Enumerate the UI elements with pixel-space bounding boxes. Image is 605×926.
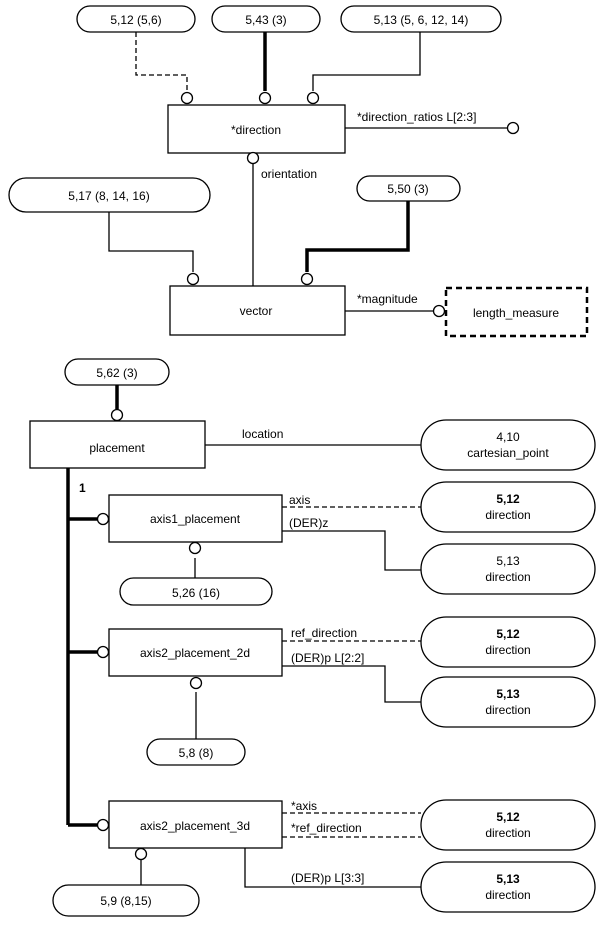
ref-label: 5,8 (8) — [179, 746, 214, 760]
end-circle — [188, 541, 202, 555]
attr-ref-direction: ref_direction — [291, 626, 357, 640]
ref-label: 5,62 (3) — [96, 366, 137, 380]
attr-der-p-3d: (DER)p L[3:3] — [291, 871, 364, 885]
attr-ref-direction-3d: *ref_direction — [291, 821, 362, 835]
end-circle — [246, 151, 260, 165]
ref-label: 5,43 (3) — [245, 13, 286, 27]
entity-axis2-placement-3d[interactable]: axis2_placement_3d — [108, 800, 283, 849]
entity-vector[interactable]: vector — [169, 285, 346, 336]
entity-label: placement — [89, 441, 145, 455]
end-circle — [96, 512, 110, 526]
line-ref-5-12-to-direction — [135, 32, 188, 91]
ext-direction-axis[interactable]: 5,12 direction — [420, 481, 596, 533]
end-circle — [258, 91, 272, 105]
end-circle — [96, 645, 110, 659]
end-circle — [180, 91, 194, 105]
ext-name: direction — [485, 826, 530, 840]
type-label: length_measure — [473, 306, 559, 320]
ref-label: 5,12 (5,6) — [110, 13, 161, 27]
ref-5-12-5-6[interactable]: 5,12 (5,6) — [76, 5, 196, 33]
ref-label: 5,26 (16) — [172, 586, 220, 600]
attr-der-z: (DER)z — [289, 516, 328, 530]
attr-direction-ratios: *direction_ratios L[2:3] — [357, 110, 476, 124]
attr-der-p-2d: (DER)p L[2:2] — [291, 651, 364, 665]
ext-direction-der-p-2d[interactable]: 5,13 direction — [420, 676, 596, 728]
end-circle — [186, 272, 200, 286]
type-length-measure[interactable]: length_measure — [444, 286, 589, 338]
attr-magnitude: *magnitude — [357, 292, 418, 306]
ref-5-9-8-15[interactable]: 5,9 (8,15) — [52, 884, 200, 917]
ref-5-26-16[interactable]: 5,26 (16) — [119, 577, 273, 606]
attr-orientation: orientation — [261, 167, 317, 181]
line-ref-5-17-to-vector — [108, 212, 194, 272]
ext-cartesian-point[interactable]: 4,10 cartesian_point — [420, 419, 596, 471]
line-ref-5-50-to-vector — [305, 201, 410, 272]
ref-5-50-3[interactable]: 5,50 (3) — [356, 175, 461, 202]
line-ref-5-13-to-direction — [312, 32, 421, 91]
ref-label: 5,9 (8,15) — [100, 894, 151, 908]
line-der-z — [282, 530, 421, 571]
ext-name: direction — [485, 703, 530, 717]
entity-label: axis2_placement_3d — [140, 819, 250, 833]
ext-name: cartesian_point — [467, 446, 549, 460]
ref-5-43-3[interactable]: 5,43 (3) — [211, 5, 321, 33]
ref-label: 5,50 (3) — [387, 182, 428, 196]
ref-label: 5,13 (5, 6, 12, 14) — [374, 13, 469, 27]
attr-axis: axis — [289, 493, 310, 507]
line-der-p-2d — [282, 665, 421, 703]
ext-direction-der-p-3d[interactable]: 5,13 direction — [420, 861, 596, 913]
entity-label: *direction — [231, 123, 281, 137]
entity-axis2-placement-2d[interactable]: axis2_placement_2d — [108, 628, 283, 677]
end-circle — [506, 121, 520, 135]
entity-axis1-placement[interactable]: axis1_placement — [108, 494, 283, 543]
cardinality-label: 1 — [79, 481, 86, 495]
ref-5-62-3[interactable]: 5,62 (3) — [64, 358, 170, 386]
end-circle — [189, 676, 203, 690]
ext-name: direction — [485, 643, 530, 657]
ext-num: 5,12 — [496, 492, 520, 506]
ext-name: direction — [485, 570, 530, 584]
end-circle — [300, 272, 314, 286]
ref-label: 5,17 (8, 14, 16) — [68, 189, 149, 203]
attribute-labels: *direction_ratios L[2:3] orientation *ma… — [79, 110, 476, 885]
end-circle — [134, 847, 148, 861]
ext-name: direction — [485, 508, 530, 522]
ext-name: direction — [485, 888, 530, 902]
entity-label: axis1_placement — [150, 512, 241, 526]
end-circle — [96, 818, 110, 832]
ext-num: 5,12 — [496, 810, 520, 824]
ref-5-17[interactable]: 5,17 (8, 14, 16) — [8, 177, 211, 213]
ext-num: 5,13 — [496, 554, 520, 568]
entity-label: vector — [240, 304, 273, 318]
end-circle — [432, 304, 446, 318]
ext-direction-der-z[interactable]: 5,13 direction — [420, 543, 596, 595]
end-circle — [306, 91, 320, 105]
relationship-end-circles — [96, 91, 520, 861]
relationship-lines — [66, 32, 507, 888]
ext-num: 5,12 — [496, 627, 520, 641]
line-der-p-3d — [244, 848, 421, 888]
ref-5-13-list[interactable]: 5,13 (5, 6, 12, 14) — [340, 5, 502, 33]
ext-num: 5,13 — [496, 687, 520, 701]
entity-direction[interactable]: *direction — [167, 104, 346, 154]
entity-placement[interactable]: placement — [29, 420, 206, 469]
ext-direction-3d[interactable]: 5,12 direction — [420, 799, 596, 851]
attr-location: location — [242, 427, 283, 441]
ext-num: 5,13 — [496, 872, 520, 886]
entity-label: axis2_placement_2d — [140, 646, 250, 660]
line-subtype-tree — [66, 467, 98, 827]
end-circle — [110, 408, 124, 422]
ref-5-8-8[interactable]: 5,8 (8) — [146, 738, 246, 766]
ext-direction-ref-2d[interactable]: 5,12 direction — [420, 616, 596, 668]
ext-num: 4,10 — [496, 430, 520, 444]
attr-axis-3d: *axis — [291, 799, 317, 813]
